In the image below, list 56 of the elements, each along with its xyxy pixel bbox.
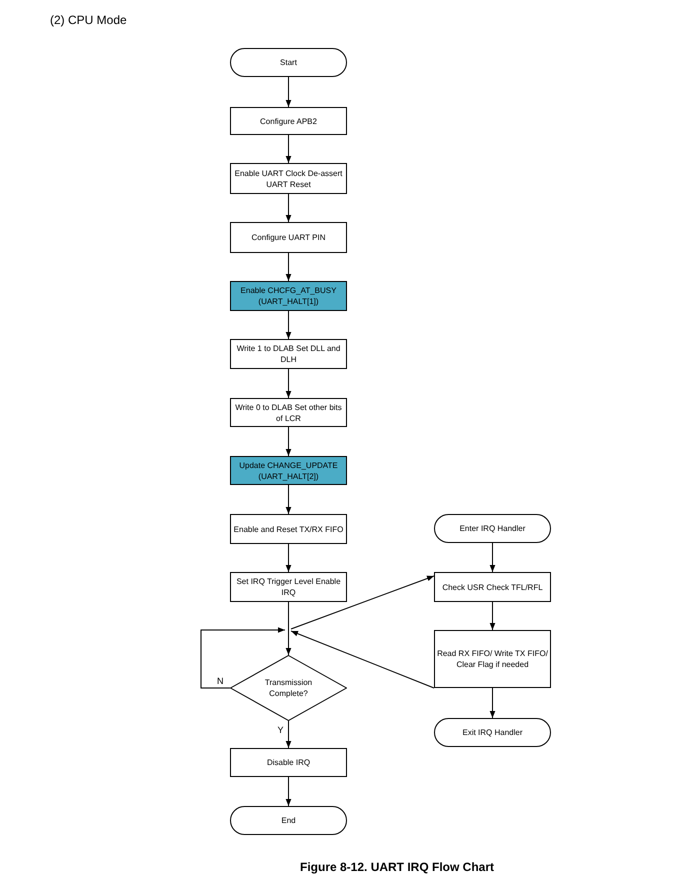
process-box bbox=[434, 572, 551, 602]
node-text: Transmission Complete? bbox=[264, 677, 314, 699]
section-heading: (2) CPU Mode bbox=[50, 12, 127, 29]
arrow bbox=[286, 368, 292, 398]
node-text: Write 1 to DLAB Set DLL and DLH bbox=[236, 343, 342, 365]
process-box bbox=[230, 163, 347, 194]
arrow bbox=[286, 544, 292, 572]
arrow bbox=[490, 542, 496, 572]
node-text: Start bbox=[279, 57, 298, 68]
arrow bbox=[286, 776, 292, 806]
arrow bbox=[286, 426, 292, 456]
highlighted-process-box bbox=[230, 456, 347, 485]
arrow bbox=[490, 688, 496, 718]
node-text: Check USR Check TFL/RFL bbox=[441, 582, 544, 592]
arrow bbox=[286, 310, 292, 340]
arrow bbox=[286, 76, 292, 108]
arrow bbox=[286, 194, 292, 222]
edge-label: N bbox=[216, 677, 224, 686]
process-box bbox=[230, 339, 347, 369]
arrow bbox=[490, 602, 496, 630]
terminal-pill bbox=[434, 718, 551, 747]
node-text: Update CHANGE_UPDATE (UART_HALT[2]) bbox=[238, 460, 339, 482]
arrow bbox=[290, 630, 434, 688]
arrow bbox=[286, 134, 292, 164]
terminal-pill bbox=[230, 48, 347, 77]
process-box bbox=[434, 630, 551, 688]
process-box bbox=[230, 107, 347, 135]
arrow bbox=[290, 576, 434, 630]
arrow bbox=[286, 252, 292, 282]
figure-caption: Figure 8-12. UART IRQ Flow Chart bbox=[300, 859, 494, 876]
node-text: Configure UART PIN bbox=[250, 232, 326, 243]
process-box bbox=[230, 748, 347, 777]
arrow bbox=[200, 627, 286, 688]
arrow bbox=[286, 720, 292, 748]
highlighted-process-box bbox=[230, 281, 347, 311]
process-box bbox=[230, 572, 347, 602]
node-text: Set IRQ Trigger Level Enable IRQ bbox=[235, 576, 342, 598]
decision-diamond bbox=[230, 655, 347, 721]
terminal-pill bbox=[230, 806, 347, 835]
arrow bbox=[286, 484, 292, 514]
node-text: Write 0 to DLAB Set other bits of LCR bbox=[234, 402, 343, 424]
process-box bbox=[230, 222, 347, 253]
process-box bbox=[230, 514, 347, 544]
node-text: Enable CHCFG_AT_BUSY (UART_HALT[1]) bbox=[240, 285, 338, 307]
node-text: Disable IRQ bbox=[266, 757, 312, 768]
edge-label: Y bbox=[276, 726, 285, 735]
node-text: Read RX FIFO/ Write TX FIFO/ Clear Flag if needed bbox=[436, 648, 549, 670]
node-text: Enter IRQ Handler bbox=[458, 523, 526, 534]
node-text: Enable UART Clock De-assert UART Reset bbox=[234, 168, 344, 190]
process-box bbox=[230, 398, 347, 427]
node-text: End bbox=[280, 815, 297, 826]
node-text: Enable and Reset TX/RX FIFO bbox=[232, 524, 344, 534]
terminal-pill bbox=[434, 514, 551, 543]
arrow bbox=[286, 602, 292, 656]
node-text: Configure APB2 bbox=[259, 116, 318, 126]
node-text: Exit IRQ Handler bbox=[461, 727, 524, 738]
